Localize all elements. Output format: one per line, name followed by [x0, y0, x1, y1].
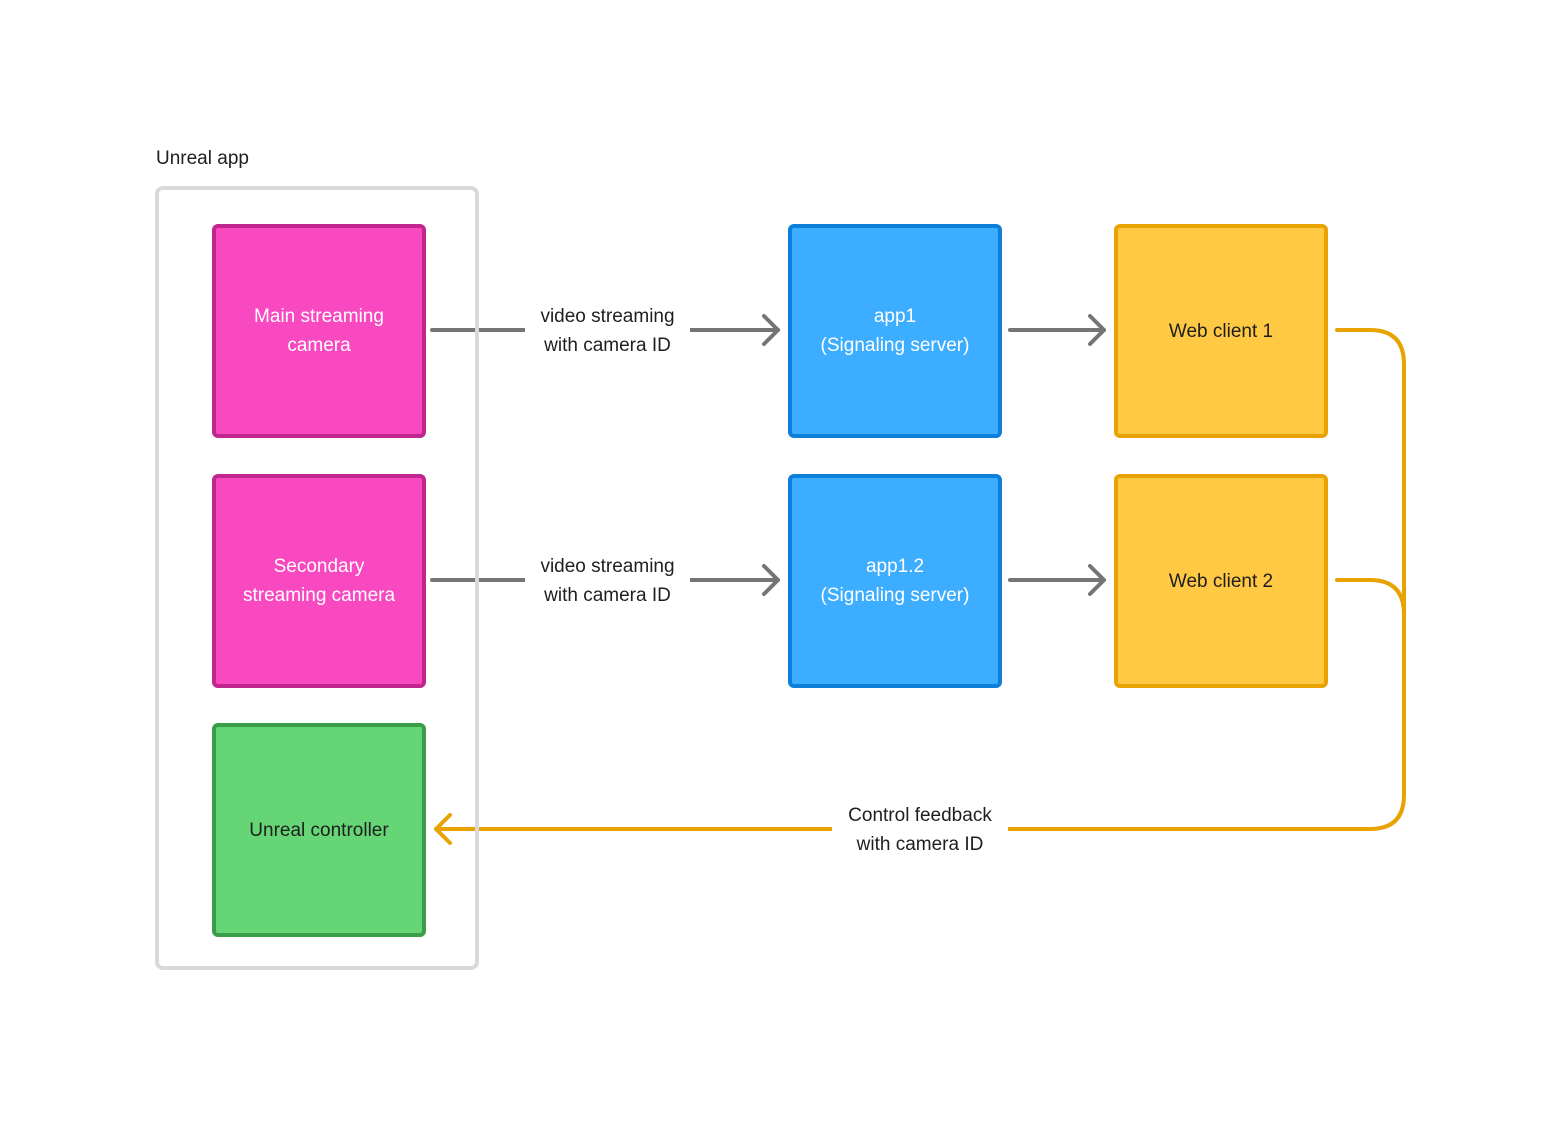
web-client-1-node[interactable]: Web client 1	[1114, 224, 1328, 438]
app1-signaling-server-node[interactable]: app1 (Signaling server)	[788, 224, 1002, 438]
relay-arrow-1-head	[1088, 314, 1106, 346]
video-arrow-2-head	[762, 564, 780, 596]
app1-2-signaling-server-label: app1.2 (Signaling server)	[820, 556, 970, 606]
unreal-app-group	[155, 186, 479, 970]
unreal-controller-label: Unreal controller	[249, 819, 389, 841]
app1-2-signaling-server-node[interactable]: app1.2 (Signaling server)	[788, 474, 1002, 688]
video-streaming-label-2: video streaming with camera ID	[525, 552, 690, 610]
unreal-controller-node[interactable]: Unreal controller	[212, 723, 426, 937]
secondary-streaming-camera-node[interactable]: Secondary streaming camera	[212, 474, 426, 688]
web-client-2-label: Web client 2	[1168, 570, 1274, 592]
control-path-client-2	[1335, 578, 1406, 616]
main-streaming-camera-node[interactable]: Main streaming camera	[212, 224, 426, 438]
control-feedback-label: Control feedback with camera ID	[832, 801, 1008, 859]
web-client-1-label: Web client 1	[1168, 320, 1274, 342]
relay-arrow-2-head	[1088, 564, 1106, 596]
video-streaming-label-1: video streaming with camera ID	[525, 302, 690, 360]
group-title: Unreal app	[156, 148, 249, 169]
app1-signaling-server-label: app1 (Signaling server)	[820, 306, 970, 356]
web-client-2-node[interactable]: Web client 2	[1114, 474, 1328, 688]
secondary-streaming-camera-label: Secondary streaming camera	[242, 556, 396, 606]
main-streaming-camera-label: Main streaming camera	[254, 306, 384, 356]
video-arrow-1-head	[762, 314, 780, 346]
